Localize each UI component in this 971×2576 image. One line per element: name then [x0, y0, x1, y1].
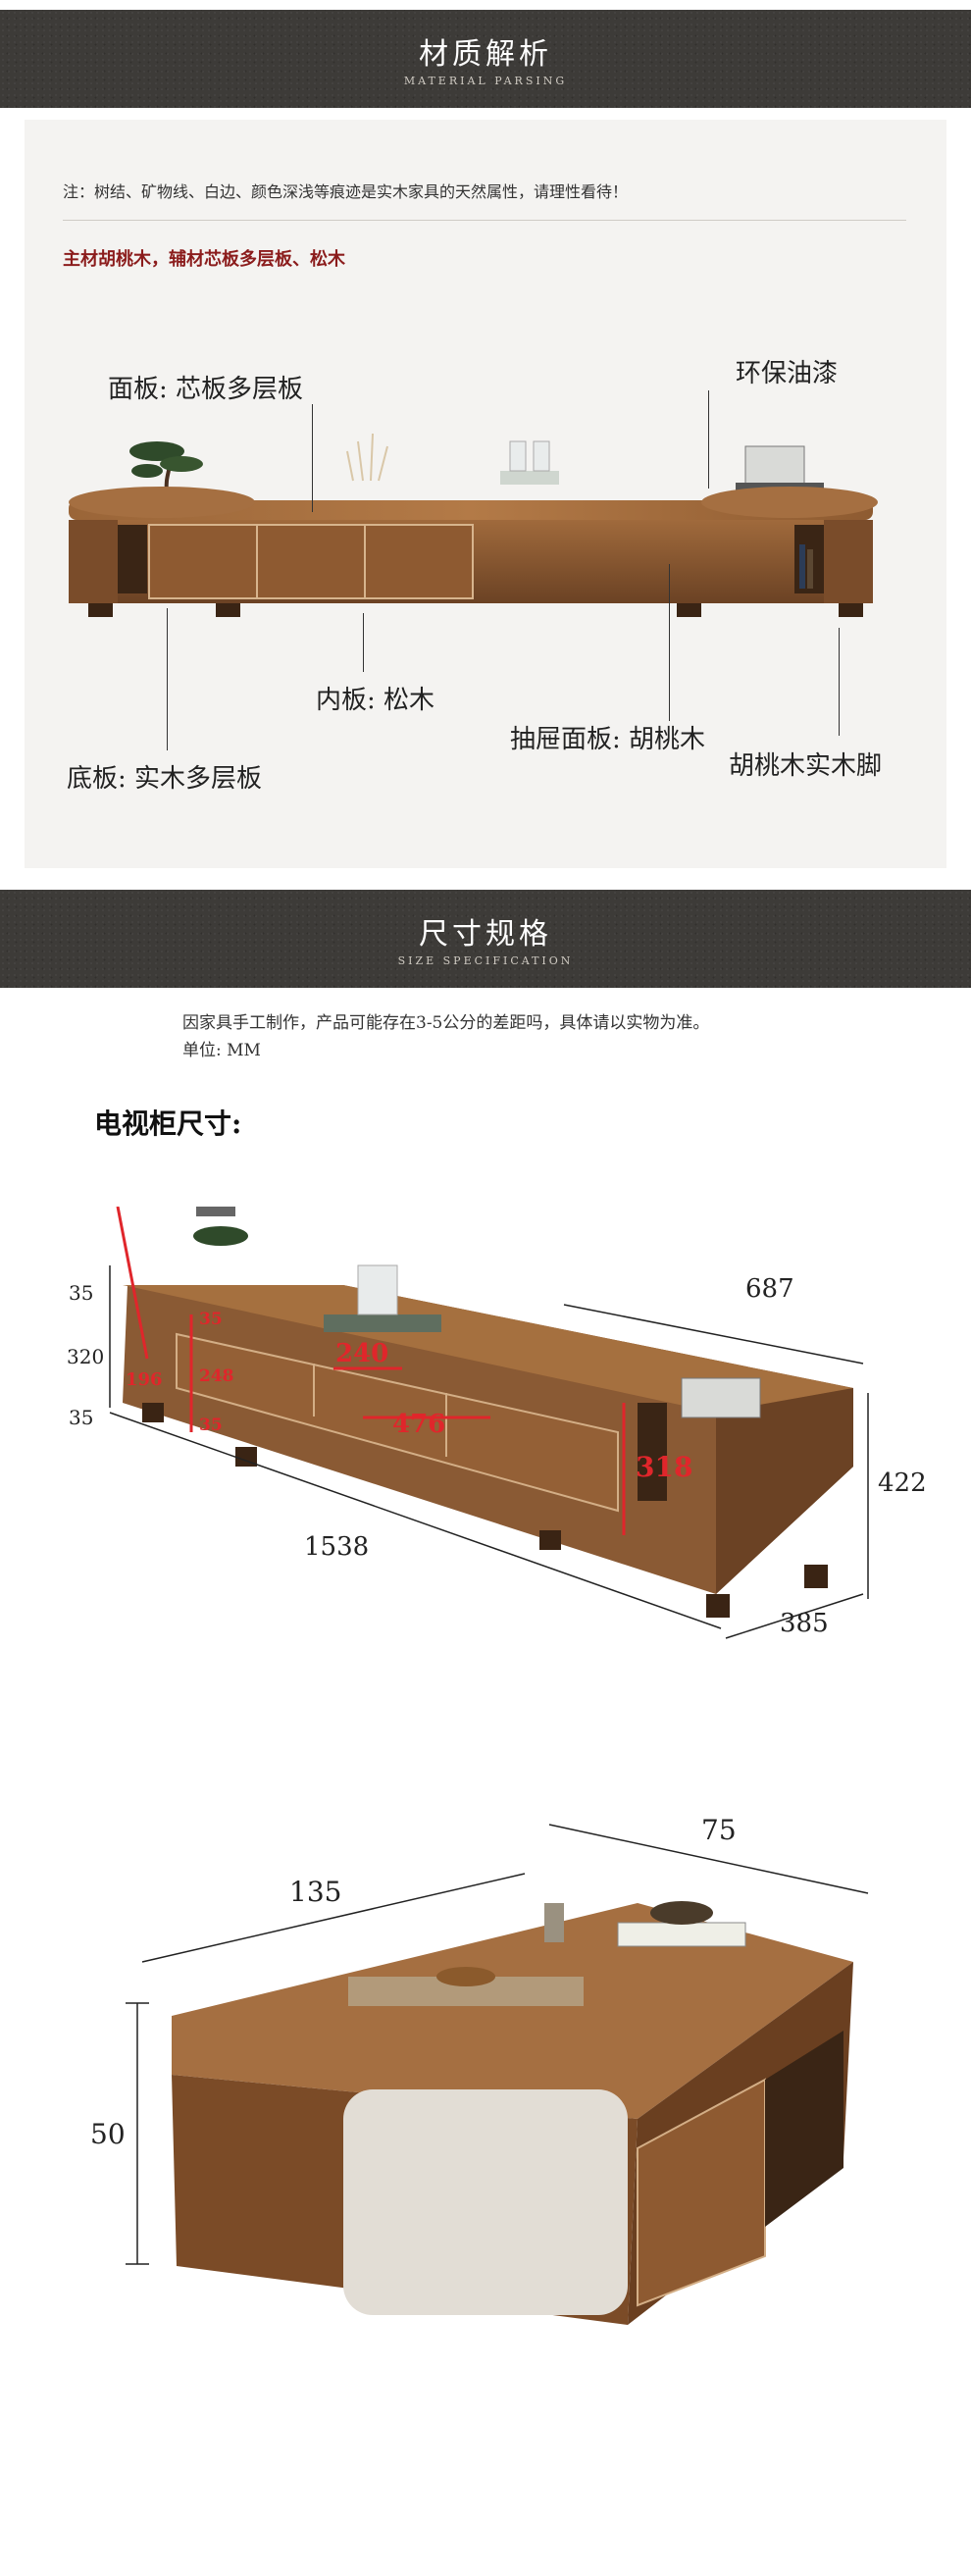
- size-subtitle: SIZE SPECIFICATION: [397, 954, 574, 967]
- dim-687: 687: [745, 1274, 794, 1304]
- material-subtitle: MATERIAL PARSING: [403, 75, 568, 87]
- material-title: 材质解析: [419, 37, 552, 72]
- dim-35c: 35: [199, 1310, 223, 1329]
- dim-135: 135: [289, 1876, 341, 1908]
- label-drawer: 抽屉面板: 胡桃木: [510, 725, 706, 754]
- dim-35d: 35: [199, 1416, 223, 1435]
- dim-35b: 35: [69, 1406, 93, 1429]
- dim-35a: 35: [69, 1281, 93, 1305]
- leader-bottom: [167, 608, 168, 750]
- drawers: [148, 524, 474, 599]
- size-info-line1: 因家具手工制作，产品可能存在3-5公分的差距吗，具体请以实物为准。: [182, 1013, 710, 1033]
- dim-1538: 1538: [304, 1532, 369, 1562]
- dim-476: 476: [392, 1410, 445, 1439]
- dim-240: 240: [335, 1339, 388, 1368]
- leader-inner: [363, 613, 364, 672]
- leader-panel: [312, 404, 313, 512]
- dim-318: 318: [636, 1451, 692, 1483]
- dim-50: 50: [90, 2118, 126, 2150]
- material-summary: 主材胡桃木，辅材芯板多层板、松木: [63, 249, 345, 270]
- label-inner: 内板: 松木: [316, 686, 435, 715]
- dim-385: 385: [780, 1609, 829, 1638]
- dim-422: 422: [878, 1468, 927, 1498]
- label-panel: 面板: 芯板多层板: [108, 375, 304, 404]
- label-legs: 胡桃木实木脚: [729, 751, 883, 781]
- tv-cabinet-decor: [193, 1207, 761, 1418]
- jar-decor: [500, 440, 559, 485]
- material-note: 注：树结、矿物线、白边、颜色深浅等痕迹是实木家具的天然属性，请理性看待！: [63, 182, 629, 201]
- divider: [63, 220, 906, 221]
- tv-cabinet-dimension-image: 35 320 35 687 422 1538 385 196 35 248 35…: [67, 1207, 927, 1639]
- dim-196: 196: [126, 1369, 163, 1390]
- size-title: 尺寸规格: [419, 917, 552, 952]
- size-header-band: 尺寸规格 SIZE SPECIFICATION: [0, 890, 971, 988]
- leader-legs: [839, 628, 840, 736]
- label-paint: 环保油漆: [736, 359, 839, 388]
- glass-box-decor: [736, 445, 824, 490]
- leader-paint: [708, 390, 709, 489]
- dim-75: 75: [701, 1814, 737, 1846]
- dim-248: 248: [199, 1366, 234, 1386]
- leader-drawer: [669, 564, 670, 721]
- stick-decor: [346, 433, 388, 482]
- size-info-line2: 单位: MM: [182, 1041, 261, 1060]
- dim-320: 320: [67, 1345, 104, 1368]
- tv-size-heading: 电视柜尺寸:: [94, 1108, 242, 1140]
- label-bottom: 底板: 实木多层板: [67, 764, 263, 794]
- tv-cabinet-body: [123, 1285, 853, 1618]
- material-header-band: 材质解析 MATERIAL PARSING: [0, 10, 971, 108]
- coffee-table-dimension-image: 135 75 50: [90, 1814, 869, 2325]
- coffee-table-decor: [348, 1901, 746, 2006]
- coffee-table-body: [172, 1903, 853, 2325]
- tv-cabinet-material-image: [69, 433, 878, 617]
